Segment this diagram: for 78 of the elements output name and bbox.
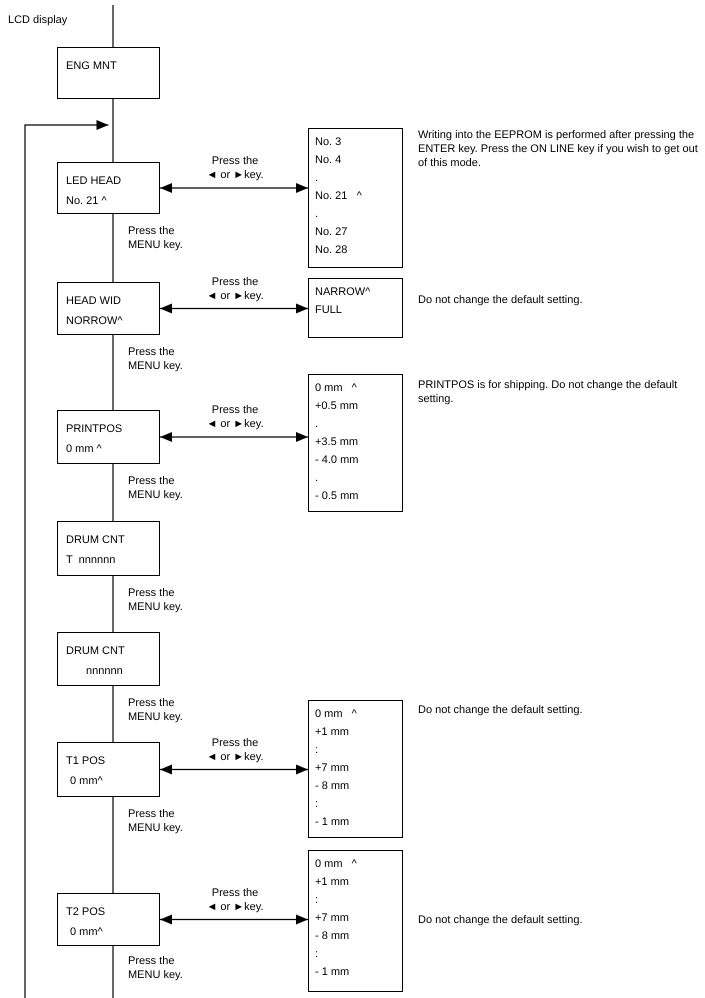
option-value: .	[315, 417, 318, 432]
option-value: +7 mm	[315, 911, 349, 926]
option-value: - 1 mm	[315, 965, 350, 980]
option-list-box	[308, 850, 403, 992]
connector-line	[112, 464, 114, 521]
display-text: T nnnnnn	[66, 553, 116, 568]
option-value: - 1 mm	[315, 815, 350, 830]
option-value: :	[315, 947, 318, 962]
edge-label: Press the ◄ or ►key.	[206, 403, 264, 431]
caption-text: LCD display	[8, 14, 68, 26]
display-text: DRUM CNT	[66, 644, 125, 659]
option-value: +7 mm	[315, 761, 349, 776]
display-text: T1 POS	[66, 754, 106, 769]
option-value: +1 mm	[315, 725, 349, 740]
display-text: No. 21 ^	[66, 194, 107, 209]
display-text: T2 POS	[66, 905, 106, 920]
connector-line	[112, 797, 114, 893]
option-value: :	[315, 797, 318, 812]
note-text: Writing into the EEPROM is performed after pressing the ENTER key. Press the ON LINE key if you wish to get out of this mode.	[418, 128, 699, 170]
option-value: - 8 mm	[315, 779, 350, 794]
display-text: ENG MNT	[66, 59, 117, 74]
option-value: No. 4	[315, 153, 342, 168]
edge-label: Press the ◄ or ►key.	[206, 886, 264, 914]
display-text: DRUM CNT	[66, 533, 125, 548]
connector-line	[112, 335, 114, 410]
display-box	[57, 410, 160, 464]
option-value: No. 21 ^	[315, 189, 362, 204]
option-value: NARROW^	[315, 285, 370, 300]
display-box	[57, 282, 160, 335]
connector-line	[112, 5, 114, 47]
option-value: No. 27	[315, 225, 348, 240]
connector-line	[112, 214, 114, 282]
option-value: +0.5 mm	[315, 399, 358, 414]
edge-label: Press the ◄ or ►key.	[206, 736, 264, 764]
option-value: 0 mm ^	[315, 857, 357, 872]
connector-line	[112, 99, 114, 162]
note-text: Do not change the default setting.	[418, 913, 584, 927]
option-value: - 0.5 mm	[315, 489, 358, 504]
option-value: FULL	[315, 303, 342, 318]
edge-label: Press the ◄ or ►key.	[206, 154, 264, 182]
option-list-box	[308, 128, 403, 268]
option-value: - 8 mm	[315, 929, 350, 944]
display-text: LED HEAD	[66, 174, 122, 189]
connector-line	[112, 946, 114, 998]
option-value: - 4.0 mm	[315, 453, 358, 468]
option-value: No. 28	[315, 243, 348, 258]
option-list-box	[308, 278, 403, 338]
display-box	[57, 893, 160, 946]
option-value: 0 mm ^	[315, 707, 357, 722]
option-value: +1 mm	[315, 875, 349, 890]
display-box	[57, 742, 160, 797]
note-text: Do not change the default setting.	[418, 703, 584, 717]
display-text: 0 mm^	[69, 774, 103, 789]
connector-line	[112, 576, 114, 632]
note-text: Do not change the default setting.	[418, 293, 584, 307]
option-list-box	[308, 374, 403, 512]
option-value: .	[315, 471, 318, 486]
display-box	[57, 632, 160, 686]
option-value: :	[315, 893, 318, 908]
option-value: No. 3	[315, 135, 342, 150]
option-value: .	[315, 171, 318, 186]
display-text: 0 mm ^	[66, 442, 102, 457]
option-value: .	[315, 207, 318, 222]
display-text: nnnnnn	[85, 664, 123, 679]
option-value: :	[315, 743, 318, 758]
edge-label: Press the ◄ or ►key.	[206, 274, 264, 302]
option-value: 0 mm ^	[315, 381, 357, 396]
display-text: 0 mm^	[69, 925, 103, 940]
display-text: PRINTPOS	[66, 422, 122, 437]
display-box	[57, 47, 160, 99]
connector-line	[112, 686, 114, 742]
display-text: HEAD WID	[66, 294, 121, 309]
option-list-box	[308, 700, 403, 838]
display-text: NORROW^	[66, 314, 122, 329]
display-box	[57, 521, 160, 576]
display-box	[57, 162, 160, 214]
option-value: +3.5 mm	[315, 435, 358, 450]
note-text: PRINTPOS is for shipping. Do not change the default setting.	[418, 378, 678, 406]
